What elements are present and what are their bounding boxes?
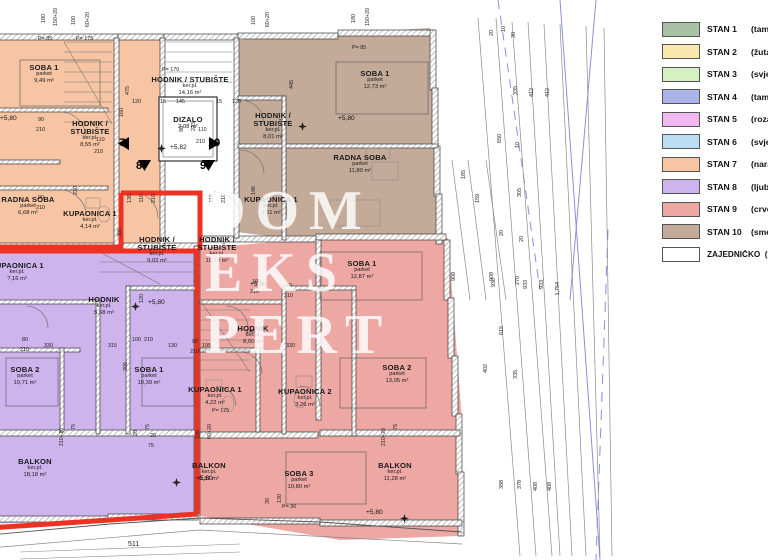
legend-swatch-stan6 bbox=[662, 134, 700, 150]
arrow-left-icon bbox=[118, 137, 129, 150]
apartment-stan10-fill bbox=[236, 28, 442, 240]
level-symbol-2 bbox=[172, 478, 181, 487]
fixtures bbox=[85, 147, 399, 413]
legend-color-stan7: (narančasta) bbox=[751, 159, 768, 170]
legend-label-zajednicko: ZAJEDNIČKO (bijela) bbox=[707, 250, 768, 259]
legend-row-stan1[interactable]: STAN 1 (tamnozelena) bbox=[662, 18, 768, 41]
legend-label-stan1: STAN 1 (tamnozelena) bbox=[707, 24, 768, 34]
legend-swatch-stan2 bbox=[662, 44, 700, 60]
legend-label-stan2: STAN 2 (žuta) bbox=[707, 47, 768, 57]
legend-color-stan5: (roza) bbox=[751, 114, 768, 125]
legend-code-stan6: STAN 6 bbox=[707, 136, 737, 147]
apartment-color-legend: STAN 1 (tamnozelena) STAN 2 (žuta) STAN 3 (… bbox=[662, 18, 768, 266]
legend-swatch-stan3 bbox=[662, 66, 700, 82]
level-symbol-5 bbox=[157, 144, 166, 153]
legend-row-stan4[interactable]: STAN 4 (tamnoplava) bbox=[662, 86, 768, 109]
legend-swatch-stan5 bbox=[662, 111, 700, 127]
legend-label-stan5: STAN 5 (roza) bbox=[707, 114, 768, 124]
legend-label-stan8: STAN 8 (ljubičasta) bbox=[707, 182, 768, 192]
legend-code-stan7: STAN 7 bbox=[707, 159, 737, 170]
legend-row-stan5[interactable]: STAN 5 (roza) bbox=[662, 108, 768, 131]
legend-color-stan8: (ljubičasta) bbox=[751, 181, 768, 192]
apartment-marker-7[interactable]: 7 bbox=[118, 137, 129, 150]
legend-row-zajednicko[interactable]: ZAJEDNIČKO (bijela) bbox=[662, 243, 768, 266]
legend-color-stan1: (tamnozelena) bbox=[751, 24, 768, 35]
legend-code-zajednicko: ZAJEDNIČKO bbox=[707, 249, 761, 259]
arrow-down-icon bbox=[202, 160, 215, 171]
legend-row-stan3[interactable]: STAN 3 (svjetlozelena) bbox=[662, 63, 768, 86]
legend-color-stan4: (tamnoplava) bbox=[751, 91, 768, 102]
arrow-right-icon bbox=[209, 137, 220, 150]
legend-color-stan3: (svjetlozelena) bbox=[751, 69, 768, 80]
apartment-marker-9[interactable]: 9 bbox=[200, 160, 215, 172]
legend-row-stan6[interactable]: STAN 6 (svjetloplava) bbox=[662, 131, 768, 154]
legend-label-stan7: STAN 7 (narančasta) bbox=[707, 159, 768, 169]
elevator-shaft bbox=[158, 96, 218, 162]
legend-color-stan6: (svjetloplava) bbox=[751, 136, 768, 147]
door-swings bbox=[25, 99, 321, 407]
legend-swatch-stan1 bbox=[662, 21, 700, 37]
dimension-lines-right bbox=[451, 17, 613, 557]
legend-row-stan10[interactable]: STAN 10 (smeđa) bbox=[662, 221, 768, 244]
legend-swatch-stan7 bbox=[662, 156, 700, 172]
selected-unit-highlight bbox=[0, 190, 203, 530]
legend-color-stan2: (žuta) bbox=[751, 46, 768, 57]
legend-label-stan10: STAN 10 (smeđa) bbox=[707, 227, 768, 237]
site-boundary-bottom bbox=[0, 517, 463, 548]
apartment-stan9-fill bbox=[200, 238, 462, 540]
legend-code-stan5: STAN 5 bbox=[707, 114, 737, 125]
legend-color-zajednicko: (bijela) bbox=[764, 249, 768, 259]
legend-label-stan4: STAN 4 (tamnoplava) bbox=[707, 92, 768, 102]
legend-color-stan10: (smeđa) bbox=[751, 226, 768, 237]
legend-code-stan10: STAN 10 bbox=[707, 226, 742, 237]
level-symbol-4 bbox=[400, 514, 409, 523]
legend-code-stan3: STAN 3 bbox=[707, 69, 737, 80]
partition-lines bbox=[5, 59, 429, 505]
legend-code-stan9: STAN 9 bbox=[707, 204, 737, 215]
legend-color-stan9: (crvena) bbox=[751, 204, 768, 215]
legend-code-stan8: STAN 8 bbox=[707, 181, 737, 192]
legend-swatch-stan10 bbox=[662, 224, 700, 240]
legend-swatch-stan9 bbox=[662, 201, 700, 217]
floorplan-drawing: SOBA 1 parket 9,49 m² HODNIK / STUBIŠTE … bbox=[0, 0, 613, 560]
dimension-line-bottom bbox=[19, 543, 241, 560]
legend-code-stan2: STAN 2 bbox=[707, 46, 737, 57]
legend-swatch-stan8 bbox=[662, 179, 700, 195]
legend-label-stan9: STAN 9 (crvena) bbox=[707, 204, 768, 214]
legend-row-stan7[interactable]: STAN 7 (narančasta) bbox=[662, 153, 768, 176]
plan-svg bbox=[0, 0, 613, 560]
legend-swatch-stan4 bbox=[662, 89, 700, 105]
arrow-down-icon bbox=[138, 160, 151, 171]
legend-row-stan2[interactable]: STAN 2 (žuta) bbox=[662, 41, 768, 64]
level-symbol-3 bbox=[298, 122, 307, 131]
legend-code-stan1: STAN 1 bbox=[707, 24, 737, 35]
legend-swatch-zajednicko bbox=[662, 246, 700, 262]
stair-flights bbox=[63, 41, 251, 373]
apartment-marker-10[interactable]: 10 bbox=[208, 137, 220, 150]
legend-row-stan8[interactable]: STAN 8 (ljubičasta) bbox=[662, 176, 768, 199]
legend-code-stan4: STAN 4 bbox=[707, 91, 737, 102]
level-symbol-1 bbox=[131, 302, 140, 311]
legend-label-stan6: STAN 6 (svjetloplava) bbox=[707, 137, 768, 147]
parcel-lines bbox=[497, 0, 609, 560]
legend-label-stan3: STAN 3 (svjetlozelena) bbox=[707, 69, 768, 79]
apartment-marker-8[interactable]: 8 bbox=[136, 160, 151, 172]
legend-row-stan9[interactable]: STAN 9 (crvena) bbox=[662, 198, 768, 221]
